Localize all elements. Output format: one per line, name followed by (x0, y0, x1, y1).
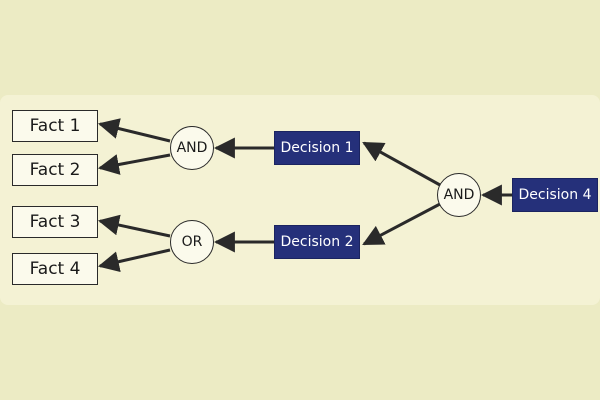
edge-or-to-fact3 (97, 214, 171, 238)
and-gate-right: AND (437, 173, 481, 217)
edge-and-top-to-fact1 (97, 118, 171, 143)
fact-4-box: Fact 4 (12, 253, 98, 285)
or-gate: OR (170, 220, 214, 264)
decision-1-box: Decision 1 (274, 131, 360, 165)
edge-and-right-to-decision1 (362, 141, 441, 187)
and-gate-top: AND (170, 126, 214, 170)
fact-1-box: Fact 1 (12, 110, 98, 142)
edge-and-right-to-decision2 (362, 202, 441, 246)
edge-or-to-fact4 (97, 248, 171, 273)
decision-4-box: Decision 4 (512, 178, 598, 212)
fact-2-box: Fact 2 (12, 154, 98, 186)
fact-3-box: Fact 3 (12, 206, 98, 238)
decision-2-box: Decision 2 (274, 225, 360, 259)
edge-and-top-to-fact2 (97, 153, 171, 175)
